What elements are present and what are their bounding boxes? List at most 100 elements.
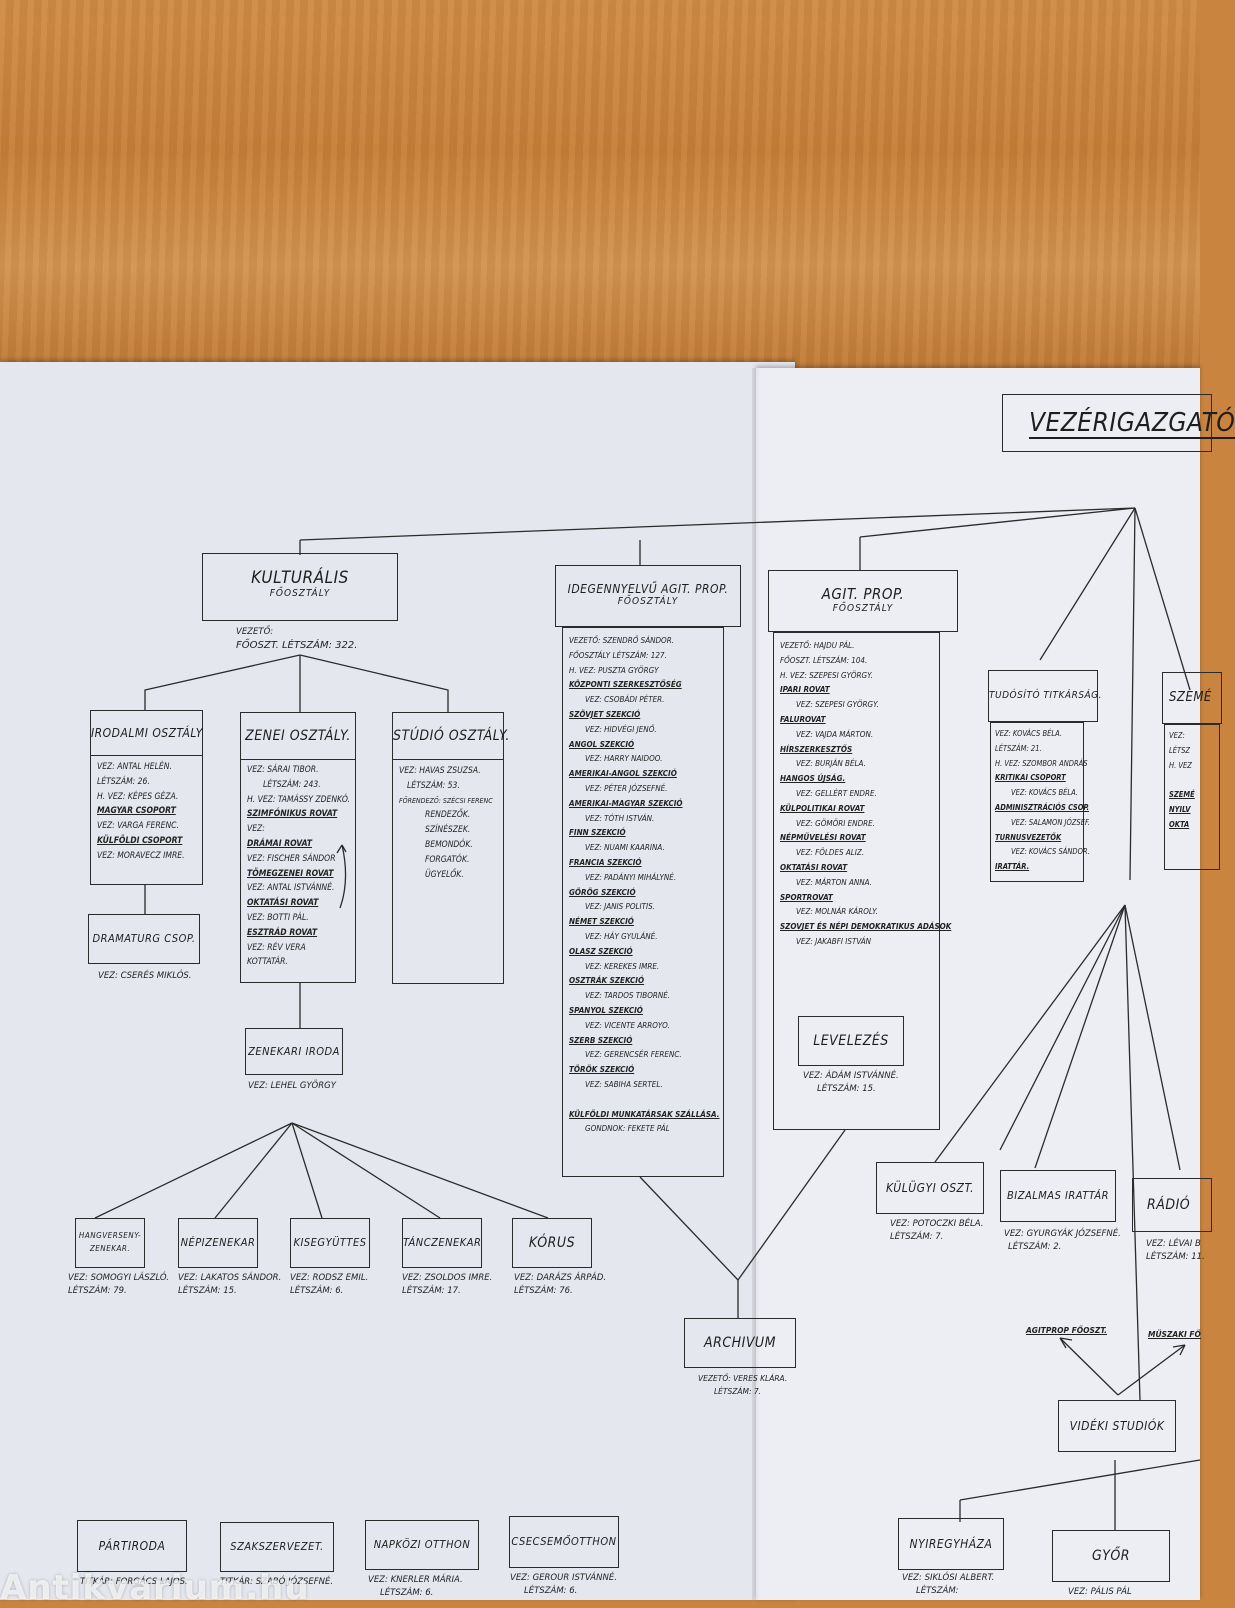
idegennyelvu-line: SZERB SZEKCIÓ xyxy=(569,1035,633,1045)
agitprop-line: IPARI ROVAT xyxy=(780,685,830,695)
nyiregyhaza-line: VEZ: SIKLÓSI ALBERT. xyxy=(902,1573,995,1583)
ensemble-title: HANGVERSENY-ZENEKAR. xyxy=(78,1231,142,1253)
page-fold xyxy=(752,368,760,1600)
zenekari-title: ZENEKARI IRODA xyxy=(248,1045,340,1058)
idegennyelvu-line: FINN SZEKCIÓ xyxy=(569,828,626,838)
szemelyzeti-line: VEZ: xyxy=(1169,731,1185,740)
ensemble-box-tanczenekar: TÁNCZENEKAR xyxy=(402,1218,482,1268)
idegennyelvu-line: VEZ: HARRY NAIDOO. xyxy=(585,754,663,764)
idegennyelvu-line: VEZ: NUAMI KAARINA. xyxy=(585,843,665,853)
studio-line: ÜGYELŐK. xyxy=(425,869,464,880)
idegennyelvu-line: VEZ: JANIS POLITIS. xyxy=(585,902,656,912)
ensemble-title: NÉPIZENEKAR xyxy=(180,1236,256,1249)
gyor-box: GYŐR xyxy=(1052,1530,1170,1582)
irodalmi-lines: VEZ: ANTAL HELÉN. LÉTSZÁM: 26. H. VEZ: K… xyxy=(91,756,202,868)
ensemble-title: TÁNCZENEKAR xyxy=(403,1236,482,1249)
archivum-line: LÉTSZÁM: 7. xyxy=(714,1387,762,1396)
idegennyelvu-line: OLASZ SZEKCIÓ xyxy=(569,946,633,956)
napkozi-line: VEZ: KNERLER MÁRIA. xyxy=(368,1575,463,1585)
agitprop-line: VEZ: BURJÁN BÉLA. xyxy=(796,759,866,769)
zenekari-iroda-box: ZENEKARI IRODA xyxy=(245,1028,343,1075)
agitprop-line: OKTATÁSI ROVAT xyxy=(780,862,848,872)
idegennyelvu-line: H. VEZ: PUSZTA GYÖRGY xyxy=(569,665,659,675)
szakszervezet-box: SZAKSZERVEZET. xyxy=(220,1522,334,1572)
napkozi-line: LÉTSZÁM: 6. xyxy=(380,1588,434,1598)
idegennyelvu-line: NÉMET SZEKCIÓ xyxy=(569,917,634,927)
zenei-line: ESZTRÁD ROVAT xyxy=(247,927,318,938)
agitprop-line: FŐOSZT. LÉTSZÁM: 104. xyxy=(780,655,868,665)
zenei-line: TÖMEGZENEI ROVAT xyxy=(247,868,334,879)
studio-title: STÚDIÓ OSZTÁLY. xyxy=(393,713,509,760)
szakszervezet-title: SZAKSZERVEZET. xyxy=(230,1540,324,1553)
idegennyelvu-line: GÖRÖG SZEKCIÓ xyxy=(569,887,636,897)
agitprop-line: VEZ: GELLÉRT ENDRE. xyxy=(796,788,877,798)
irodalmi-line: VEZ: MORAVECZ IMRE. xyxy=(97,850,185,861)
radio-title: RÁDIÓ xyxy=(1147,1197,1191,1213)
agitprop-line: SZOVJET ÉS NÉPI DEMOKRATIKUS ADÁSOK xyxy=(780,922,952,932)
idegennyelvu-line: VEZ: SABIHA SERTEL. xyxy=(585,1079,663,1089)
kulturalis-subtitle: FŐOSZTÁLY xyxy=(269,588,331,599)
ensemble-note-line: LÉTSZÁM: 79. xyxy=(68,1286,127,1296)
kulugyi-box: KÜLÜGYI OSZT. xyxy=(876,1162,984,1214)
zenei-line: VEZ: SÁRAI TIBOR. xyxy=(247,765,319,775)
idegennyelvu-line: KÜLFÖLDI MUNKATÁRSAK SZÁLLÁSA. xyxy=(569,1109,720,1119)
tudosito-sections-box: VEZ: KOVÁCS BÉLA.LÉTSZÁM: 21.H. VEZ: SZO… xyxy=(990,722,1090,882)
idegennyelvu-subtitle: FŐOSZTÁLY xyxy=(617,596,679,607)
irodalmi-osztaly-box: IRODALMI OSZTÁLY VEZ: ANTAL HELÉN. LÉTSZ… xyxy=(90,710,203,885)
szemelyzeti-line xyxy=(1169,773,1215,788)
agitprop-line: VEZ: VAJDA MÁRTON. xyxy=(796,729,874,739)
nyiregyhaza-line: LÉTSZÁM: xyxy=(916,1586,959,1596)
agitprop-line: VEZETŐ: HAJDU PÁL. xyxy=(780,641,855,650)
nyiregyhaza-note: VEZ: SIKLÓSI ALBERT. LÉTSZÁM: xyxy=(902,1572,994,1598)
ensemble-note-line: LÉTSZÁM: 76. xyxy=(514,1286,573,1296)
zenei-line: VEZ: FISCHER SÁNDOR xyxy=(247,853,336,864)
kulturalis-info: VEZETŐ: FŐOSZT. LÉTSZÁM: 322. xyxy=(236,626,357,652)
watermark: Antikvarium.hu xyxy=(0,1568,310,1608)
zenei-line: OKTATÁSI ROVAT xyxy=(247,898,319,909)
ensemble-note-line: LÉTSZÁM: 6. xyxy=(290,1286,344,1296)
idegennyelvu-line: AMERIKAI-ANGOL SZEKCIÓ xyxy=(569,769,677,779)
dramaturg-note: VEZ: CSERÉS MIKLÓS. xyxy=(98,971,192,981)
agitprop-line: NÉPMŰVELÉSI ROVAT xyxy=(780,833,866,843)
kulturalis-box: KULTURÁLIS FŐOSZTÁLY xyxy=(202,553,398,621)
tudosito-line: VEZ: KOVÁCS SÁNDOR. xyxy=(1011,847,1090,857)
zenei-lines: VEZ: SÁRAI TIBOR. LÉTSZÁM: 243. H. VEZ: … xyxy=(241,760,355,974)
idegennyelvu-line: VEZ: VICENTE ARROYO. xyxy=(585,1020,670,1030)
csecsemo-line: LÉTSZÁM: 6. xyxy=(524,1586,578,1596)
vezerigazgato-box: VEZÉRIGAZGATÓ xyxy=(1002,394,1235,452)
idegennyelvu-line: AMERIKAI-MAGYAR SZEKCIÓ xyxy=(569,798,683,808)
zenei-osztaly-box: ZENEI OSZTÁLY. VEZ: SÁRAI TIBOR. LÉTSZÁM… xyxy=(240,712,356,983)
napkozi-note: VEZ: KNERLER MÁRIA. LÉTSZÁM: 6. xyxy=(368,1574,463,1600)
tudosito-box: TUDÓSÍTÓ TITKÁRSÁG. xyxy=(988,670,1102,722)
agitprop-line: VEZ: MOLNÁR KÁROLY. xyxy=(796,907,878,917)
ensemble-box-kisegyuttes: KISEGYÜTTES xyxy=(290,1218,370,1268)
ensemble-note: VEZ: ZSOLDOS IMRE. LÉTSZÁM: 17. xyxy=(402,1272,492,1298)
ensemble-note: VEZ: SOMOGYI LÁSZLÓ. LÉTSZÁM: 79. xyxy=(68,1272,169,1298)
videki-studiok-box: VIDÉKI STUDIÓK xyxy=(1058,1400,1176,1452)
idegennyelvu-line: VEZ: TÓTH ISTVÁN. xyxy=(585,813,655,823)
szemelyzeti-title: SZEMÉ xyxy=(1169,690,1212,705)
ensemble-note: VEZ: DARÁZS ÁRPÁD. LÉTSZÁM: 76. xyxy=(514,1272,606,1298)
kulugyi-note: VEZ: POTOCZKI BÉLA. LÉTSZÁM: 7. xyxy=(890,1218,983,1244)
zenei-line: VEZ: xyxy=(247,824,265,835)
agitprop-line: VEZ: FÖLDES ALIZ. xyxy=(796,848,865,858)
agitprop-line: VEZ: MÁRTON ANNA. xyxy=(796,877,873,887)
levelezes-note: VEZ: ÁDÁM ISTVÁNNÉ. LÉTSZÁM: 15. xyxy=(803,1070,899,1096)
partiroda-note: TITKÁR: FORGÁCS LAJOS. xyxy=(80,1577,188,1587)
agitprop-line: VEZ: SZEPESI GYÖRGY. xyxy=(796,700,879,710)
zenei-line: VEZ: BOTTI PÁL. xyxy=(247,912,309,923)
archivum-line: VEZETŐ: VERES KLÁRA. xyxy=(698,1374,788,1383)
szemelyzeti-line: H. VEZ xyxy=(1169,760,1192,770)
idegennyelvu-line: KÖZPONTI SZERKESZTŐSÉG xyxy=(569,680,682,690)
idegennyelvu-line: VEZ: PÉTER JÓZSEFNÉ. xyxy=(585,783,668,793)
radio-box: RÁDIÓ xyxy=(1132,1178,1212,1232)
zenei-line: VEZ: RÉV VERA xyxy=(247,942,306,953)
dramaturg-box: DRAMATURG CSOP. xyxy=(88,914,200,964)
irodalmi-line: VEZ: ANTAL HELÉN. xyxy=(97,762,172,772)
idegennyelvu-line: SZÖVJET SZEKCIÓ xyxy=(569,709,641,719)
agitprop-lines: VEZETŐ: HAJDU PÁL.FŐOSZT. LÉTSZÁM: 104.H… xyxy=(774,633,952,954)
szemelyzeti-box: SZEMÉ xyxy=(1162,672,1222,724)
agitprop-subtitle: FŐOSZTÁLY xyxy=(832,603,894,614)
studio-line: SZÍNÉSZEK. xyxy=(425,825,471,836)
